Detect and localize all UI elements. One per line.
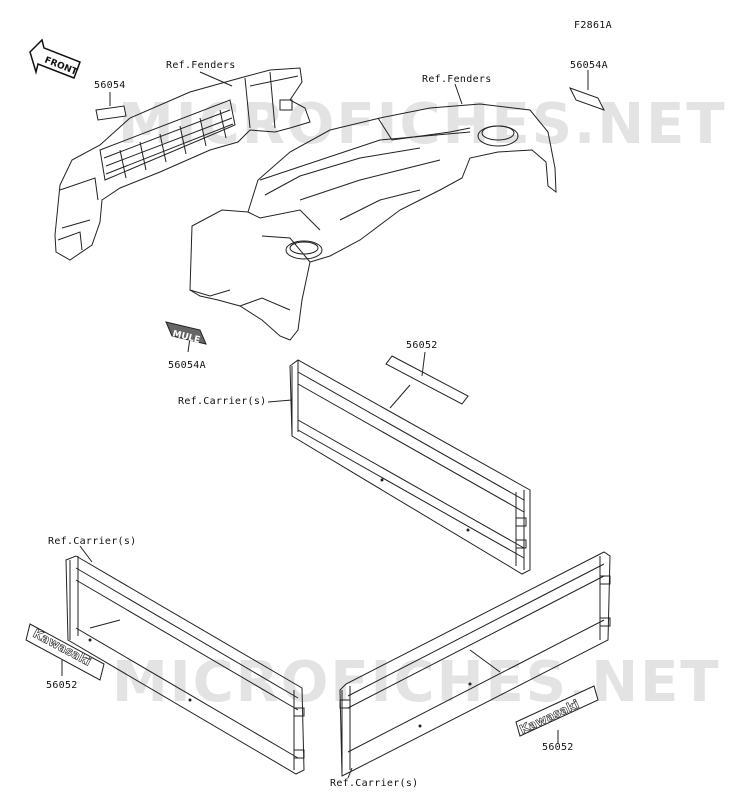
carrier-panel-right — [339, 551, 611, 777]
label-56054A-top: 56054A — [570, 60, 608, 71]
label-ref-fenders-right: Ref.Fenders — [422, 74, 492, 85]
decal-56054A-top — [568, 87, 606, 111]
label-56052-top: 56052 — [406, 340, 438, 351]
label-56052-right: 56052 — [542, 742, 574, 753]
label-ref-carrier-middle: Ref.Carrier(s) — [178, 396, 267, 407]
label-56054A-bottom: 56054A — [168, 360, 206, 371]
label-56054: 56054 — [94, 80, 126, 91]
carrier-panel-middle — [289, 359, 531, 575]
front-arrow-icon: FRONT — [29, 38, 81, 79]
watermark-top: MICROFICHES.NET — [118, 92, 727, 157]
mule-decal — [165, 321, 207, 345]
rear-fender-body — [189, 103, 557, 341]
figure-code: F2861A — [574, 20, 612, 31]
decal-56052-top — [385, 355, 469, 405]
label-56052-left: 56052 — [46, 680, 78, 691]
label-ref-carrier-bottom: Ref.Carrier(s) — [330, 778, 419, 789]
carrier-panel-left — [65, 555, 305, 775]
decal-56054 — [95, 105, 127, 121]
kawasaki-decal-left — [25, 623, 105, 681]
front-grille-fender — [54, 67, 311, 261]
label-ref-carrier-left: Ref.Carrier(s) — [48, 536, 137, 547]
kawasaki-decal-right — [515, 685, 599, 737]
label-ref-fenders-left: Ref.Fenders — [166, 60, 236, 71]
